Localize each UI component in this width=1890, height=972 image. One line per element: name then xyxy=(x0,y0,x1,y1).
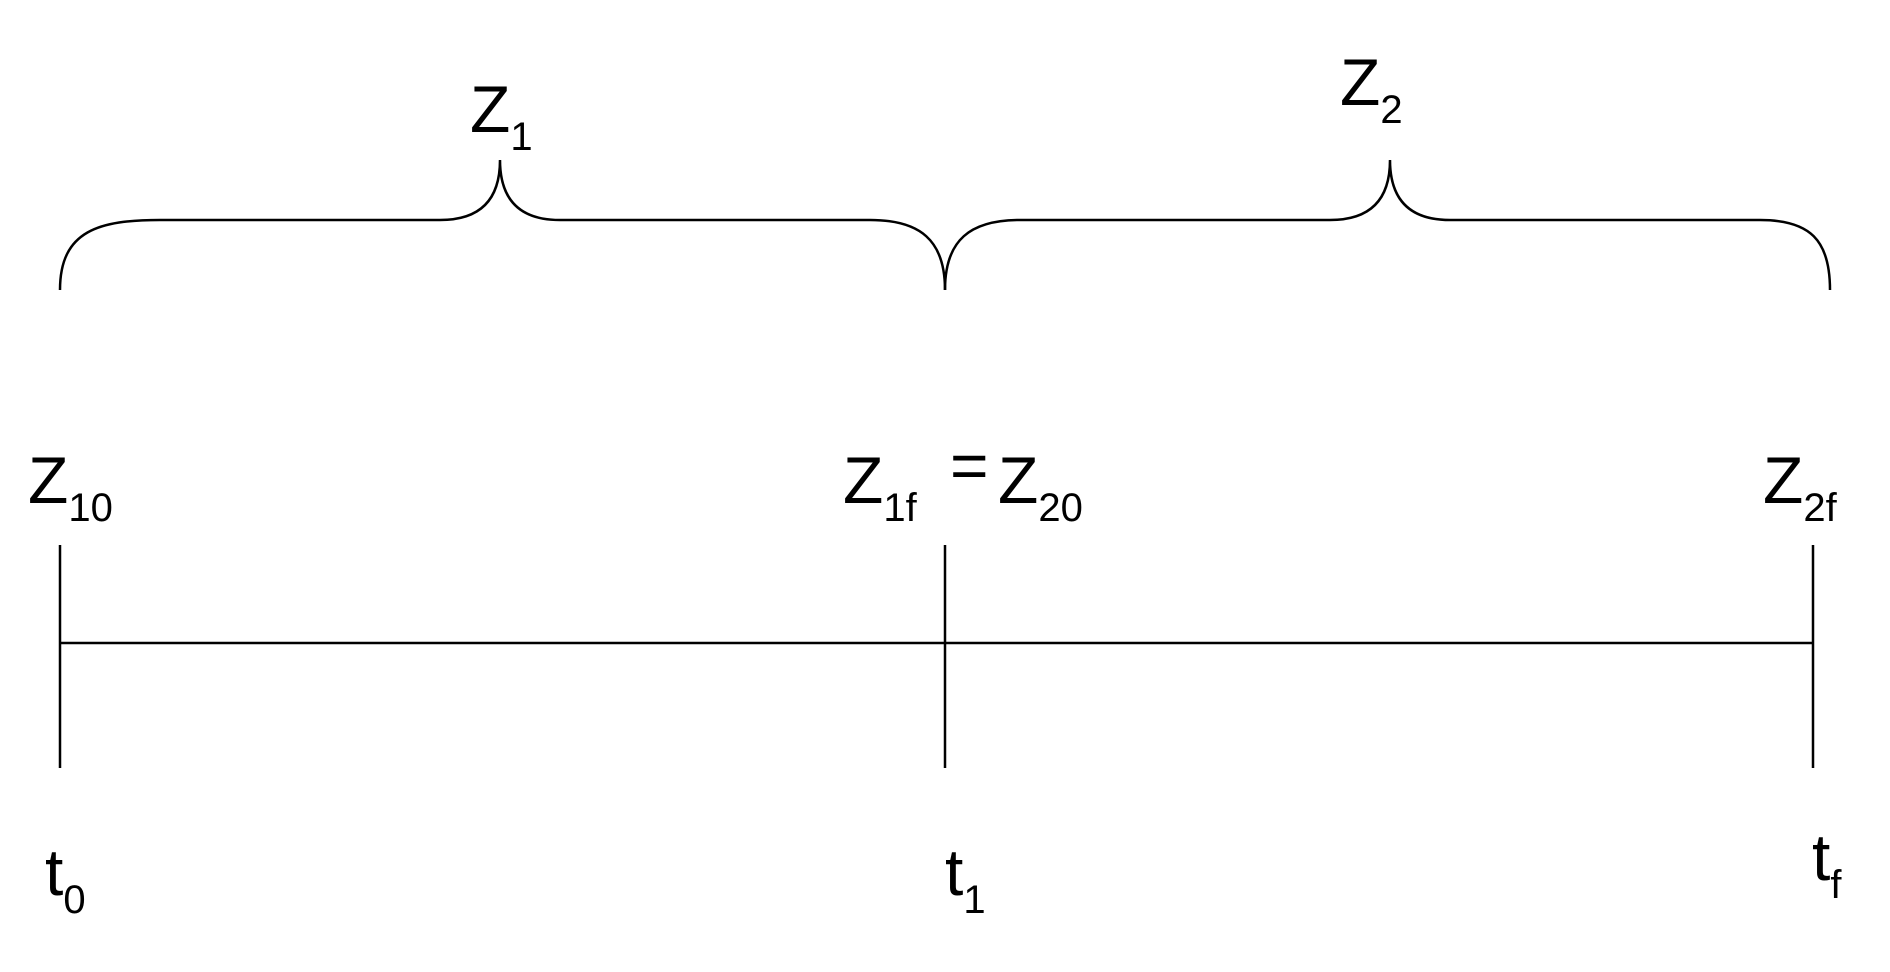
label-equals: = xyxy=(950,428,989,502)
label-z20: Z20 xyxy=(998,443,1083,530)
brace-z2 xyxy=(943,159,1832,291)
label-z1f: Z1f xyxy=(843,443,918,530)
label-z2f: Z2f xyxy=(1763,443,1838,530)
label-t0: t0 xyxy=(45,835,86,922)
brace-z1 xyxy=(58,159,947,291)
label-z1: Z1 xyxy=(470,72,533,159)
label-t1: t1 xyxy=(945,835,986,922)
label-tf: tf xyxy=(1812,820,1842,907)
label-z2: Z2 xyxy=(1340,45,1403,132)
label-z10: Z10 xyxy=(28,443,113,530)
